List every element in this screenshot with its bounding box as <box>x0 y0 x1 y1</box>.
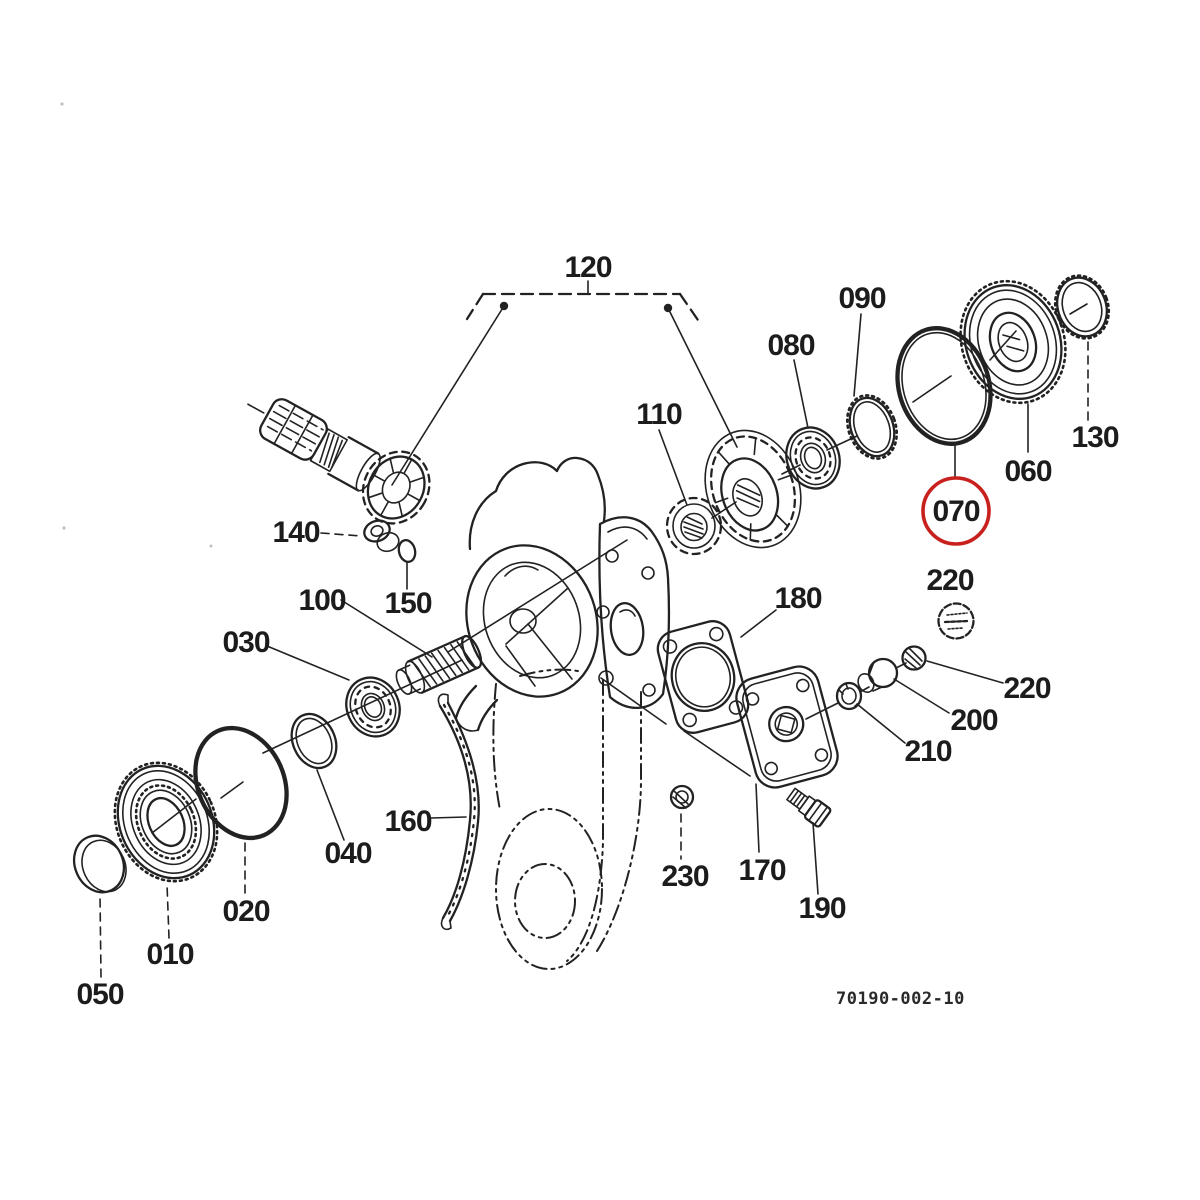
part-label-130: 130 <box>1071 421 1118 454</box>
o-ring-020 <box>193 725 289 841</box>
chain-guide-160 <box>437 693 480 931</box>
paper-speckles <box>60 102 213 548</box>
part-label-190: 190 <box>798 892 845 925</box>
label-sticker-220 <box>937 602 975 640</box>
part-label-220-right: 220 <box>1003 672 1050 705</box>
sprocket-gear-110 <box>665 496 723 556</box>
seal-ring-040 <box>290 712 338 770</box>
pto-shaft-bevel-pinion <box>247 398 431 525</box>
part-label-140: 140 <box>272 516 319 549</box>
ball-bearing-030 <box>345 676 401 738</box>
part-label-160: 160 <box>384 805 431 838</box>
spacer-ring-090 <box>845 394 899 460</box>
highlight-circle-070 <box>921 476 991 546</box>
lock-nut-230 <box>669 784 695 810</box>
cover-plate-170 <box>735 665 839 789</box>
part-label-200: 200 <box>950 704 997 737</box>
snap-ring-150 <box>397 539 417 563</box>
part-label-080: 080 <box>767 329 814 362</box>
part-label-090: 090 <box>838 282 885 315</box>
part-label-100: 100 <box>298 584 345 617</box>
plug-200 <box>857 657 899 693</box>
part-label-040: 040 <box>324 837 371 870</box>
bevel-gear-120 <box>704 429 802 549</box>
shift-collar-140 <box>363 519 400 553</box>
part-label-120: 120 <box>564 251 611 284</box>
part-label-210: 210 <box>904 735 951 768</box>
part-label-070: 070 <box>932 495 979 528</box>
belt-case-phantom-outline <box>492 668 642 970</box>
part-label-220-top: 220 <box>926 564 973 597</box>
bolt-190 <box>786 787 832 828</box>
part-label-050: 050 <box>76 978 123 1011</box>
part-label-150: 150 <box>384 587 431 620</box>
cover-gasket-180 <box>656 620 750 734</box>
end-cap-050 <box>72 834 127 894</box>
part-label-010: 010 <box>146 938 193 971</box>
oil-seal-010 <box>113 761 219 883</box>
part-label-060: 060 <box>1004 455 1051 488</box>
leader-lines <box>99 280 1089 978</box>
drawing-number: 70190-002-10 <box>836 989 965 1009</box>
retaining-ring-130 <box>1053 274 1111 340</box>
part-label-180: 180 <box>774 582 821 615</box>
bearing-case-060 <box>959 279 1067 405</box>
part-label-170: 170 <box>738 854 785 887</box>
part-label-020: 020 <box>222 895 269 928</box>
gear-case-housing <box>447 456 671 732</box>
part-labels: 120 090 080 110 130 060 070 140 220 180 … <box>76 251 1119 1011</box>
part-label-230: 230 <box>661 860 708 893</box>
part-label-110: 110 <box>636 398 682 431</box>
part-label-030: 030 <box>222 626 269 659</box>
ball-bearing-080 <box>785 426 841 490</box>
splined-coupling-100 <box>395 634 483 695</box>
pin-220 <box>901 645 927 671</box>
